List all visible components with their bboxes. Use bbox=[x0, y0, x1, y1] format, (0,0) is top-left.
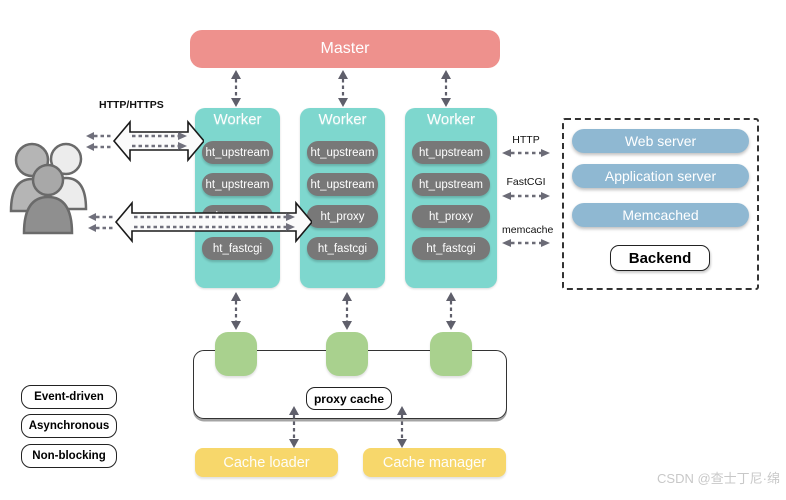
client-worker2-big-arrow-icon bbox=[88, 200, 312, 244]
watermark-text: CSDN @查士丁尼·绵 bbox=[657, 471, 780, 486]
backend-title-label: Backend bbox=[610, 245, 710, 271]
worker1-module-ht_upstream-1: ht_upstream bbox=[202, 141, 273, 164]
master-worker1-arrow-icon bbox=[231, 70, 241, 107]
master-worker2-arrow-icon bbox=[338, 70, 348, 107]
worker3-cache-arrow-icon bbox=[446, 292, 456, 330]
cache-slot-3 bbox=[430, 332, 472, 376]
feature-event-driven-badge: Event-driven bbox=[21, 385, 117, 409]
protocol-memcache-label: memcache bbox=[502, 224, 554, 236]
feature-asynchronous-badge: Asynchronous bbox=[21, 414, 117, 438]
worker3-backend-http-arrow-icon bbox=[502, 149, 550, 157]
worker2-module-ht_fastcgi: ht_fastcgi bbox=[307, 237, 378, 260]
worker1-module-ht_fastcgi: ht_fastcgi bbox=[202, 237, 273, 260]
worker2-cache-arrow-icon bbox=[342, 292, 352, 330]
backend-panel: Web server Application server Memcached … bbox=[562, 118, 759, 290]
worker1-module-ht_upstream-2: ht_upstream bbox=[202, 173, 273, 196]
worker3-label: Worker bbox=[426, 111, 476, 128]
worker1-cache-arrow-icon bbox=[231, 292, 241, 330]
master-label: Master bbox=[320, 40, 370, 57]
worker2-module-ht_proxy: ht_proxy bbox=[307, 205, 378, 228]
protocol-http-label: HTTP bbox=[512, 134, 540, 146]
cache-loader-arrow-icon bbox=[289, 406, 299, 448]
worker3-module-ht_proxy: ht_proxy bbox=[412, 205, 490, 228]
client-worker1-big-arrow-icon bbox=[86, 119, 204, 163]
backend-web-server: Web server bbox=[572, 129, 749, 153]
cache-loader-block: Cache loader bbox=[195, 448, 338, 477]
worker3-backend-fastcgi-arrow-icon bbox=[502, 192, 550, 200]
cache-slot-1 bbox=[215, 332, 257, 376]
worker2-module-ht_upstream-2: ht_upstream bbox=[307, 173, 378, 196]
master-worker3-arrow-icon bbox=[441, 70, 451, 107]
worker2-block: Worker ht_upstream ht_upstream ht_proxy … bbox=[300, 108, 385, 288]
client-protocol-label: HTTP/HTTPS bbox=[99, 99, 164, 111]
worker3-module-ht_fastcgi: ht_fastcgi bbox=[412, 237, 490, 260]
feature-non-blocking-badge: Non-blocking bbox=[21, 444, 117, 468]
backend-memcached: Memcached bbox=[572, 203, 749, 227]
master-process-block: Master bbox=[190, 30, 500, 68]
cache-slot-2 bbox=[326, 332, 368, 376]
cache-manager-arrow-icon bbox=[397, 406, 407, 448]
worker2-module-ht_upstream-1: ht_upstream bbox=[307, 141, 378, 164]
proxy-cache-label: proxy cache bbox=[306, 387, 392, 410]
worker3-block: Worker ht_upstream ht_upstream ht_proxy … bbox=[405, 108, 497, 288]
worker1-label: Worker bbox=[213, 111, 262, 128]
worker3-module-ht_upstream-1: ht_upstream bbox=[412, 141, 490, 164]
worker3-module-ht_upstream-2: ht_upstream bbox=[412, 173, 490, 196]
worker3-backend-memcache-arrow-icon bbox=[502, 239, 550, 247]
users-icon bbox=[9, 142, 88, 235]
cache-manager-block: Cache manager bbox=[363, 448, 506, 477]
protocol-fastcgi-label: FastCGI bbox=[506, 176, 546, 188]
backend-application-server: Application server bbox=[572, 164, 749, 188]
worker2-label: Worker bbox=[318, 111, 367, 128]
worker1-block: Worker ht_upstream ht_upstream ht_proxy … bbox=[195, 108, 280, 288]
